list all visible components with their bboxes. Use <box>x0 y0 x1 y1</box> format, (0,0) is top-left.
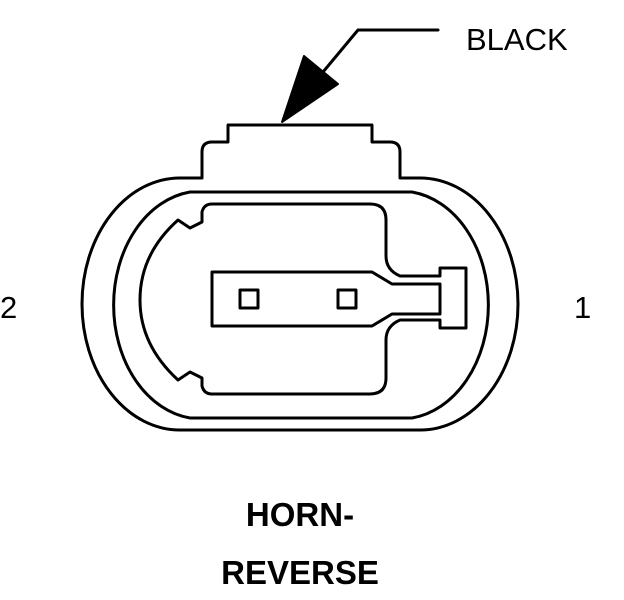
connector-title-line-1: HORN- <box>245 496 355 533</box>
callout-leader-line <box>316 28 440 80</box>
pin-2-label: 2 <box>0 290 18 325</box>
terminal-window-right <box>336 288 358 310</box>
callout-arrowhead <box>281 55 339 123</box>
color-callout-label: BLACK <box>466 22 568 57</box>
terminal-cavity <box>138 202 468 396</box>
terminal-blade <box>210 270 442 328</box>
pin-1-label: 1 <box>574 290 592 325</box>
connector-inner-outline <box>112 190 490 420</box>
connector-title-line-2: REVERSE <box>221 554 379 591</box>
terminal-window-left <box>238 288 260 310</box>
connector-housing-outline <box>80 123 520 432</box>
